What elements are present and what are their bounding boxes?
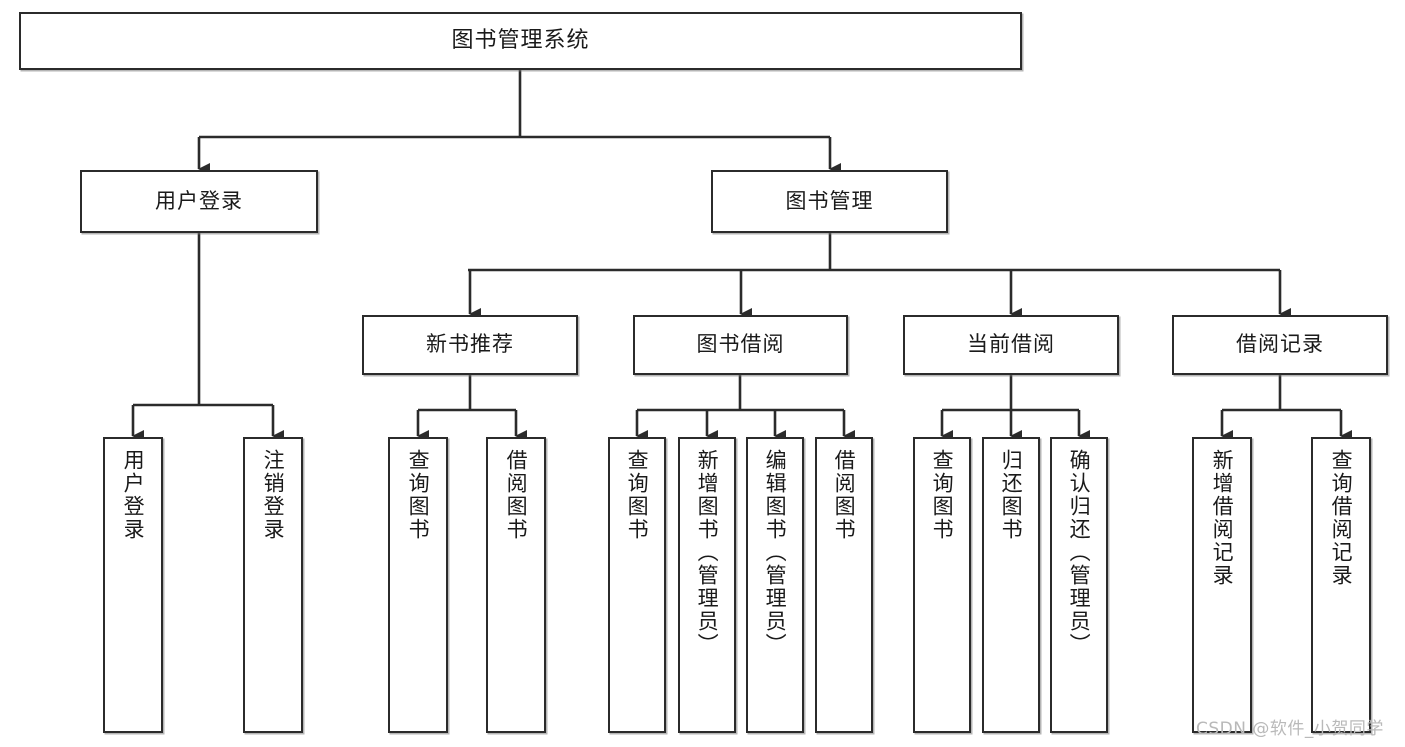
leaf-borrow-query-book[interactable]: 查询图书 [608,437,666,733]
node-book-management-label: 图书管理 [785,188,874,213]
leaf-borrow-query-book-label: 查询图书 [625,449,650,541]
leaf-current-return-book[interactable]: 归还图书 [982,437,1040,733]
leaf-current-confirm-return-label: 确认归还（管理员） [1067,449,1092,656]
leaf-newbook-borrow-book-label: 借阅图书 [504,449,529,541]
leaf-record-query-label: 查询借阅记录 [1329,449,1354,587]
csdn-watermark: CSDN @软件_小贺同学 [1196,719,1384,739]
node-borrow-record[interactable]: 借阅记录 [1172,315,1388,375]
node-book-borrow[interactable]: 图书借阅 [633,315,848,375]
node-new-book-recommend[interactable]: 新书推荐 [362,315,578,375]
leaf-newbook-query-book-label: 查询图书 [406,449,431,541]
leaf-borrow-add-book[interactable]: 新增图书（管理员） [678,437,736,733]
leaf-newbook-query-book[interactable]: 查询图书 [388,437,448,733]
node-book-management[interactable]: 图书管理 [711,170,948,233]
leaf-current-query-book[interactable]: 查询图书 [913,437,971,733]
leaf-borrow-edit-book-label: 编辑图书（管理员） [763,449,788,656]
node-user-login[interactable]: 用户登录 [80,170,318,233]
node-root[interactable]: 图书管理系统 [19,12,1022,70]
leaf-record-query[interactable]: 查询借阅记录 [1311,437,1371,733]
node-current-borrow-label: 当前借阅 [967,332,1055,357]
leaf-borrow-borrow-book-label: 借阅图书 [832,449,857,541]
node-borrow-record-label: 借阅记录 [1236,332,1324,357]
node-root-label: 图书管理系统 [451,27,590,53]
leaf-newbook-borrow-book[interactable]: 借阅图书 [486,437,546,733]
leaf-current-confirm-return[interactable]: 确认归还（管理员） [1050,437,1108,733]
leaf-logout[interactable]: 注销登录 [243,437,303,733]
leaf-current-return-book-label: 归还图书 [999,449,1024,541]
node-current-borrow[interactable]: 当前借阅 [903,315,1119,375]
node-user-login-label: 用户登录 [155,188,243,213]
leaf-current-query-book-label: 查询图书 [930,449,955,541]
node-new-book-recommend-label: 新书推荐 [426,332,514,357]
leaf-borrow-edit-book[interactable]: 编辑图书（管理员） [746,437,804,733]
leaf-user-login[interactable]: 用户登录 [103,437,163,733]
leaf-user-login-label: 用户登录 [121,449,146,541]
leaf-record-add-label: 新增借阅记录 [1210,449,1235,587]
leaf-logout-label: 注销登录 [261,449,286,541]
node-book-borrow-label: 图书借阅 [696,332,785,357]
leaf-borrow-borrow-book[interactable]: 借阅图书 [815,437,873,733]
leaf-borrow-add-book-label: 新增图书（管理员） [695,449,720,656]
leaf-record-add[interactable]: 新增借阅记录 [1192,437,1252,733]
